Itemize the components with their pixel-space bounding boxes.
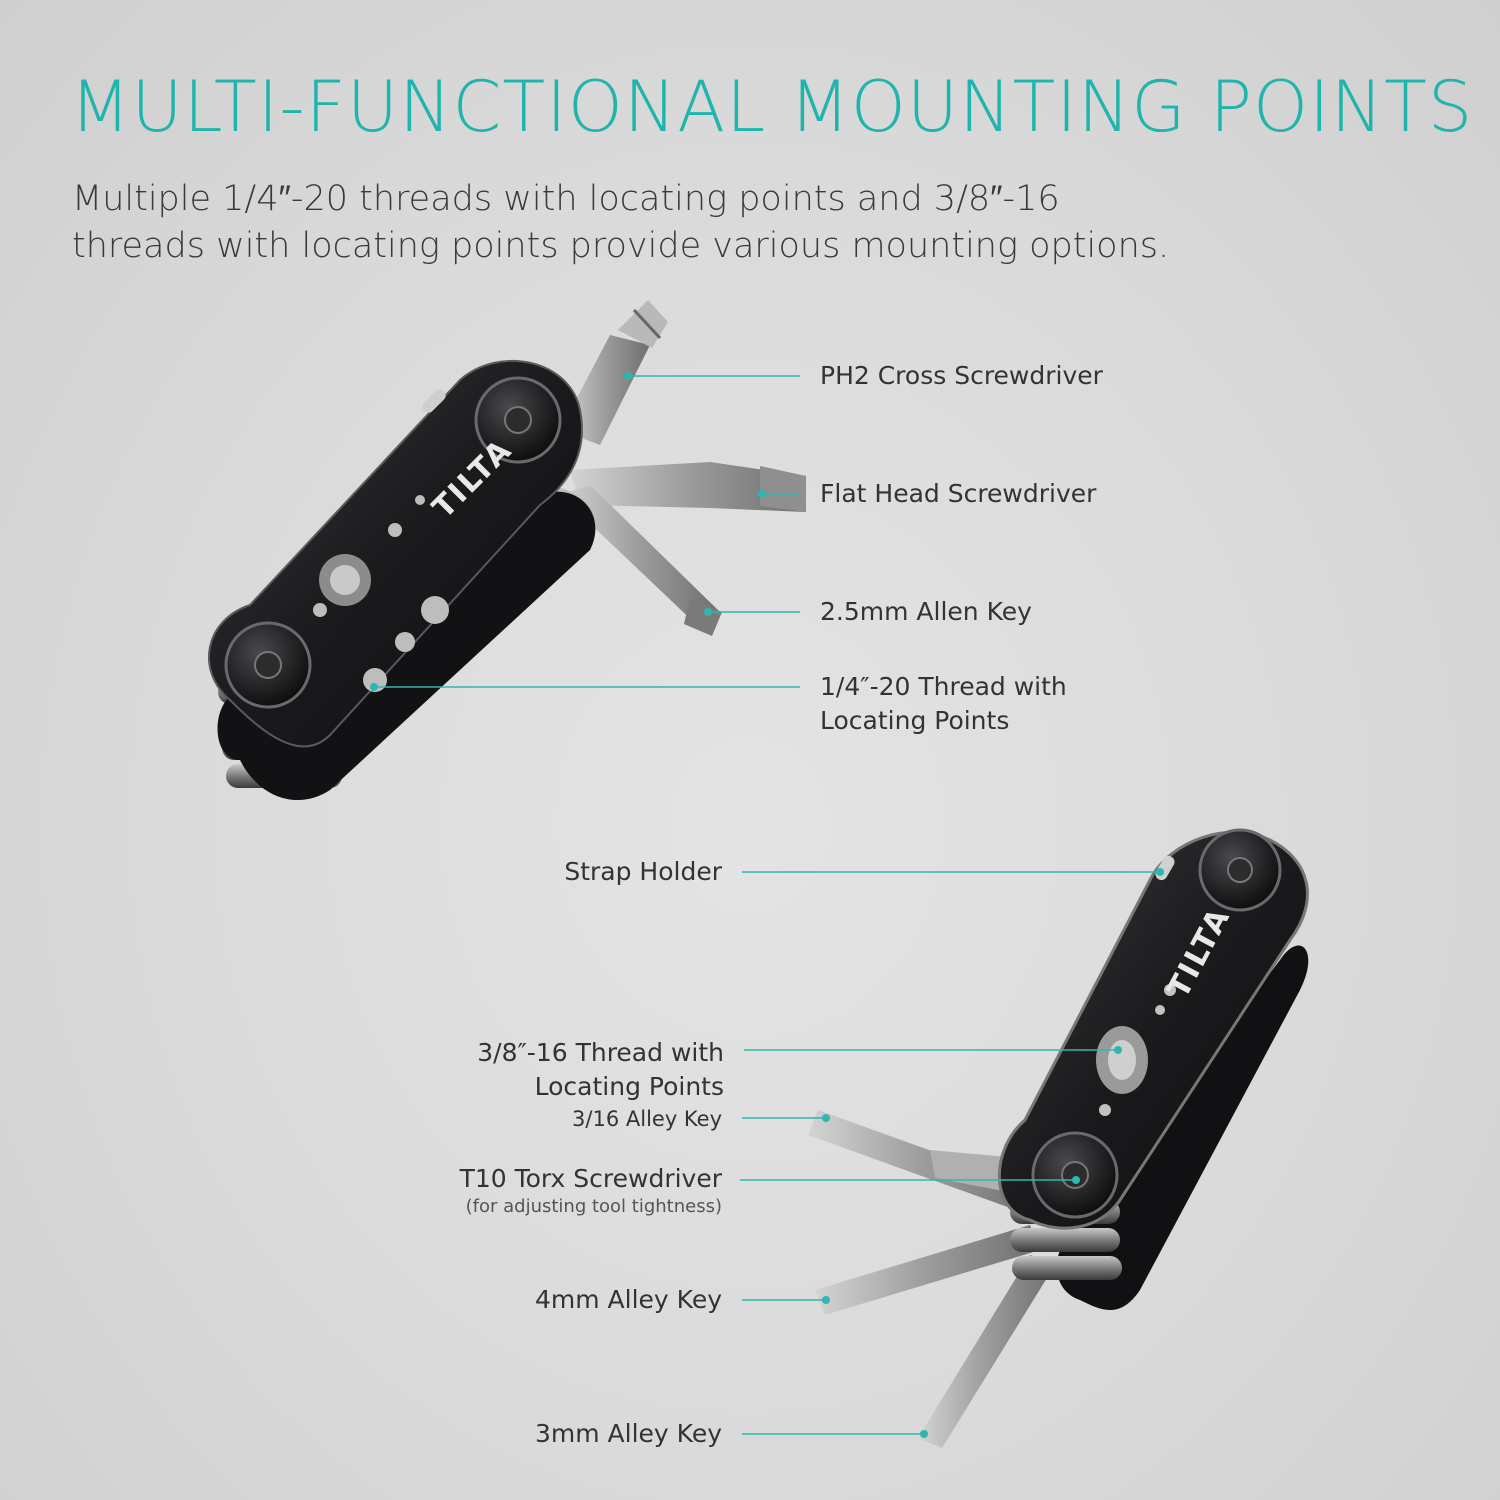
- callout-flat-head-screwdriver: Flat Head Screwdriver: [820, 479, 1097, 508]
- callout-quarter-20-thread: 1/4″-20 Thread with Locating Points: [820, 670, 1067, 738]
- callout-ph2-cross-screwdriver: PH2 Cross Screwdriver: [820, 361, 1103, 390]
- callout-t10-torx-label: T10 Torx Screwdriver: [459, 1164, 722, 1193]
- callout-quarter-20-thread-line2: Locating Points: [820, 706, 1010, 735]
- subtitle-line-1: Multiple 1/4″-20 threads with locating p…: [72, 179, 1060, 219]
- callout-quarter-20-thread-line1: 1/4″-20 Thread with: [820, 672, 1067, 701]
- callout-three-eighths-16-thread-line1: 3/8″-16 Thread with: [477, 1038, 724, 1067]
- alley-key-4mm-bit: [815, 1225, 1040, 1315]
- callout-three-eighths-16-thread-line2: Locating Points: [534, 1072, 724, 1101]
- bottom-tool-bolt-upper: [1198, 828, 1282, 912]
- top-tool-bolt-lower: [224, 621, 312, 709]
- callout-3-16-alley-key: 3/16 Alley Key: [572, 1107, 722, 1131]
- bottom-tool-bolt-lower: [1031, 1131, 1119, 1219]
- page-subtitle: Multiple 1/4″-20 threads with locating p…: [72, 176, 1272, 270]
- callout-three-eighths-16-thread: 3/8″-16 Thread with Locating Points: [477, 1036, 724, 1104]
- callout-3mm-alley-key: 3mm Alley Key: [535, 1419, 722, 1448]
- ph2-cross-screwdriver-bit: [560, 300, 668, 445]
- callout-strap-holder: Strap Holder: [564, 857, 722, 886]
- callout-2.5mm-allen-key: 2.5mm Allen Key: [820, 597, 1032, 626]
- allen-key-2.5mm-bit: [560, 485, 722, 636]
- bottom-tool-mounting-holes: [1096, 984, 1176, 1116]
- top-tool-bolt-upper: [474, 376, 562, 464]
- callout-t10-torx-note: (for adjusting tool tightness): [465, 1196, 722, 1217]
- page-title: MULTI-FUNCTIONAL MOUNTING POINTS: [70, 66, 1474, 148]
- top-tool-mounting-holes: [313, 495, 449, 692]
- callout-leaders: [370, 372, 1164, 1438]
- bottom-tool: TILTA: [808, 828, 1309, 1448]
- top-tool: TILTA: [208, 300, 806, 800]
- flat-head-screwdriver-bit: [570, 462, 806, 512]
- alley-key-3mm-bit: [918, 1255, 1055, 1448]
- subtitle-line-2: threads with locating points provide var…: [72, 226, 1170, 266]
- callout-t10-torx-screwdriver: T10 Torx Screwdriver (for adjusting tool…: [460, 1162, 722, 1218]
- callout-4mm-alley-key: 4mm Alley Key: [535, 1285, 722, 1314]
- alley-key-3-16-bit: [808, 1110, 1040, 1215]
